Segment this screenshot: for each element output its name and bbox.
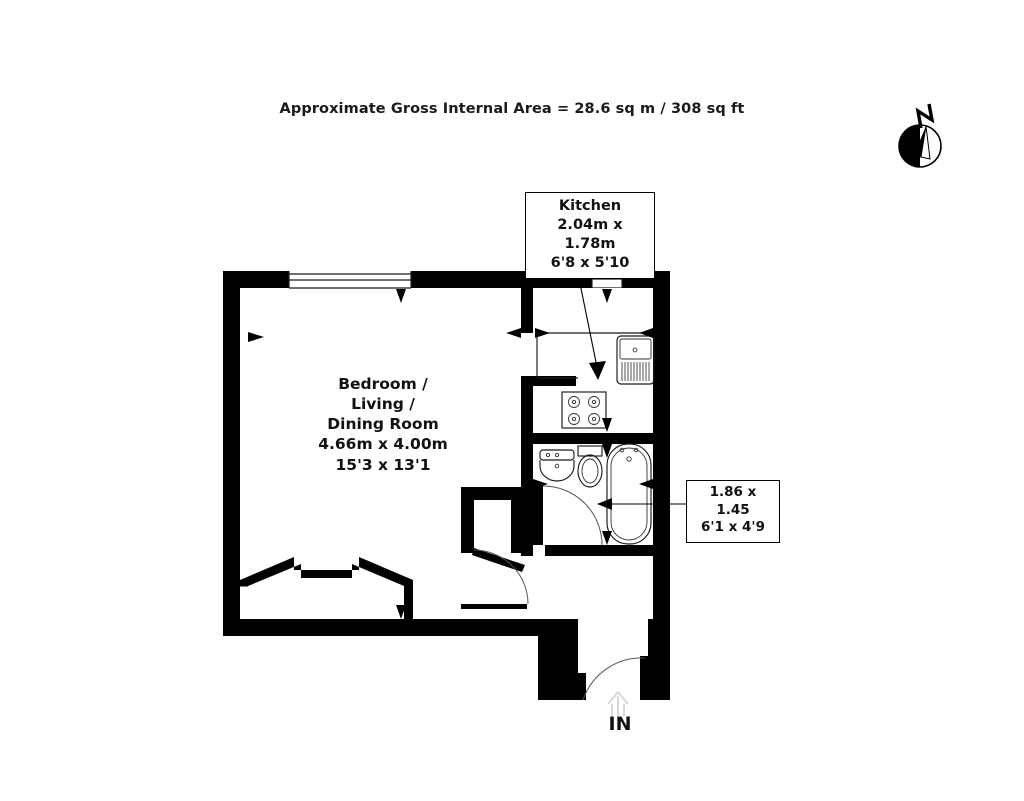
dim-arrow-bathroom-right [639,479,653,489]
kitchen-callout-box: Kitchen 2.04m x 1.78m 6'8 x 5'10 [525,192,655,280]
internal-wall-kitchen-upper [521,288,533,333]
dim-arrow-kitchen-left-in [535,328,550,338]
entrance-in-label: IN [608,713,632,735]
dim-arrow-bottom-wall [396,605,406,619]
lobby-left-wall [560,619,578,700]
bathroom-toilet [577,445,603,488]
bathroom-dimensions-metric: 1.86 x 1.45 [709,484,757,518]
kitchen-room-name: Kitchen [558,198,622,214]
dim-arrow-top-wall [396,289,406,303]
dim-arrow-bathroom-top [602,444,612,458]
bathroom-callout-leader-head [597,498,612,510]
dim-arrow-bathroom-left [533,479,548,489]
bathroom-washbasin [539,449,575,482]
entrance-door-jamb-right [640,656,648,700]
gross-internal-area-header: Approximate Gross Internal Area = 28.6 s… [279,101,745,117]
bathroom-door-swing-arc [542,485,603,546]
doorway-threshold [461,604,527,609]
main-room-dimensions-metric: 4.66m x 4.00m [318,435,448,454]
dim-arrow-left-wall [248,332,264,342]
main-room-name-line3: Dining Room [327,415,439,434]
entrance-door-leaf-left [578,673,586,700]
main-room-dimensions-imperial: 15'3 x 13'1 [335,455,431,474]
bathroom-door-leaf [533,486,543,545]
main-room-name-line1: Bedroom / [338,375,428,393]
dim-arrow-kitchen-bottom [602,418,612,432]
bathroom-door-opening [533,545,545,556]
main-room-label: Bedroom / Living / Dining Room 4.66m x 4… [283,374,483,475]
in-direction-arrow [607,691,629,716]
lobby-right-wall [648,619,668,700]
dim-arrow-bathroom-bottom [602,531,612,545]
wall-kitchen-bathroom [533,433,653,444]
cupboard-interior [474,500,511,553]
cupboard-door-swing-arc [473,549,529,605]
wall-bathroom-bottom [533,545,653,556]
main-room-name-line2: Living / [351,395,415,414]
kitchen-dimensions-imperial: 6'8 x 5'10 [550,254,630,271]
kitchen-hob [561,391,607,429]
wall-kitchen-stub [521,376,576,386]
entrance-door-swing-arc [582,657,646,701]
kitchen-dimensions-metric: 2.04m x 1.78m [557,216,623,252]
bathroom-dimensions-imperial: 6'1 x 4'9 [701,519,765,536]
bay-window-recess [240,557,413,619]
entrance-lobby-floor [578,619,648,701]
bottom-wall-main [223,619,578,636]
storage-cupboard [461,487,529,605]
dim-arrow-kitchen-top [602,289,612,303]
bathroom-floor [533,443,653,551]
kitchen-sink [616,335,655,385]
kitchen-floor [533,288,653,433]
kitchen-callout-leader-head [589,361,606,380]
bathroom-callout-box: 1.86 x 1.45 6'1 x 4'9 [686,480,780,543]
bathroom-bathtub [606,443,652,545]
dim-arrow-kitchen-left-out [506,328,521,338]
dim-arrow-kitchen-right [639,328,653,338]
